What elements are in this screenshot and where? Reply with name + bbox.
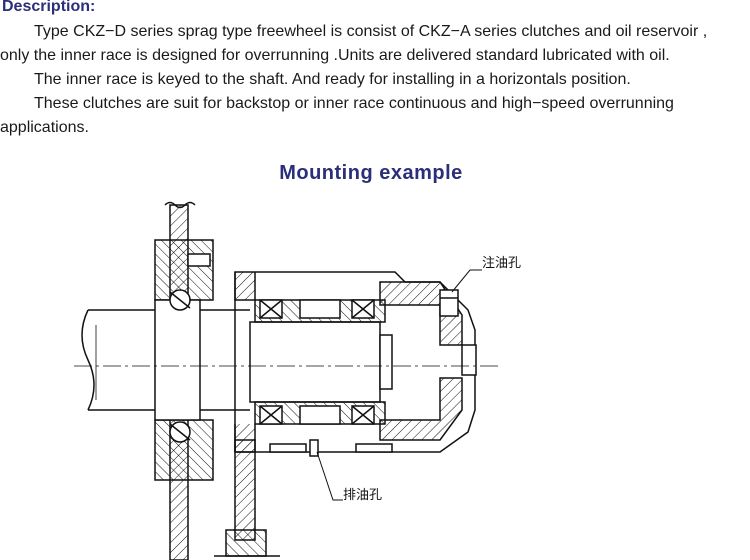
description-paragraph-3: These clutches are suit for backstop or … <box>0 92 750 140</box>
description-heading: Description: <box>2 0 96 15</box>
oil-drain-leader <box>316 451 343 501</box>
paragraph-1-line-2: only the inner race is designed for over… <box>0 47 670 64</box>
description-paragraph-2: The inner race is keyed to the shaft. An… <box>34 71 631 88</box>
paragraph-3-line-2: applications. <box>0 119 89 136</box>
paragraph-1-line-1: Type CKZ−D series sprag type freewheel i… <box>34 23 708 40</box>
bearings <box>259 299 375 425</box>
oil-fill-hole-label: 注油孔 <box>482 256 522 271</box>
oil-drain-hole-label: 排油孔 <box>343 488 383 503</box>
flange <box>154 239 214 481</box>
clutch-housing <box>234 271 477 453</box>
paragraph-3-line-1: These clutches are suit for backstop or … <box>34 95 674 112</box>
mounting-drawing <box>74 201 500 560</box>
bolts <box>269 439 393 457</box>
oil-fill-leader <box>451 269 482 293</box>
figure-title: Mounting example <box>279 162 463 184</box>
mounting-stand <box>214 439 280 557</box>
description-paragraph-1: Type CKZ−D series sprag type freewheel i… <box>0 20 750 68</box>
